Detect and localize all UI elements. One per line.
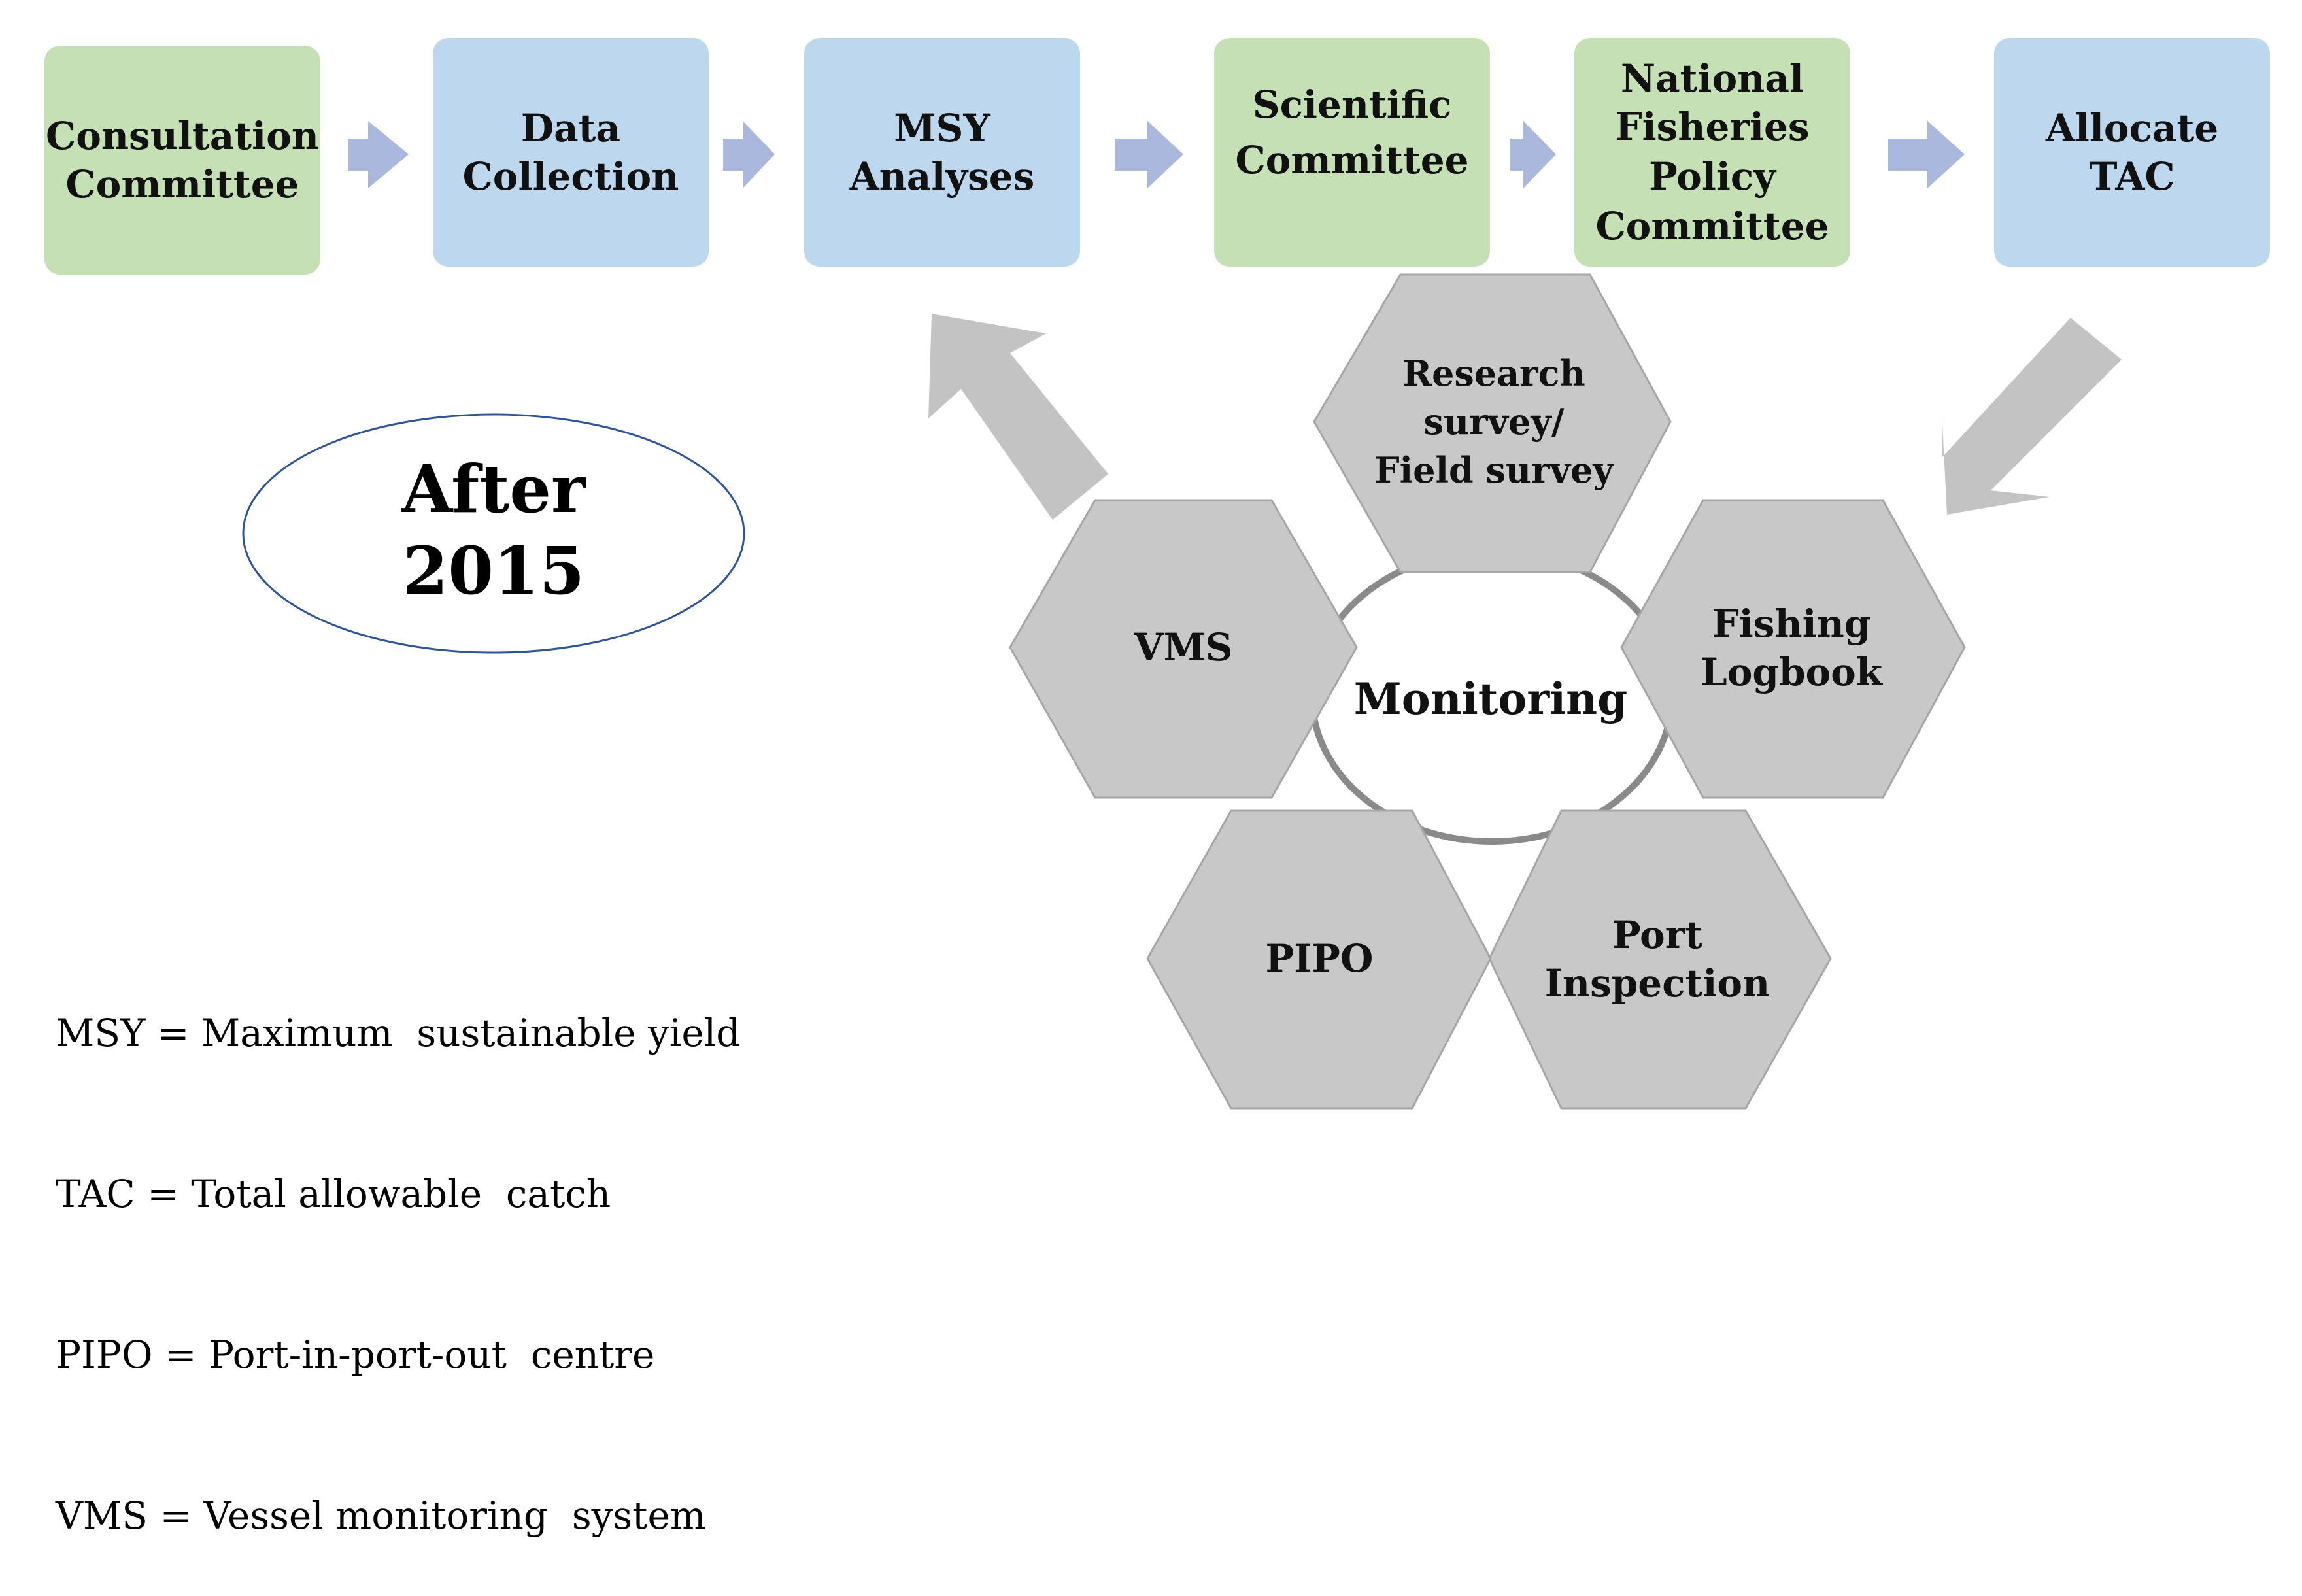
chevron-arrow-icon [1510,121,1556,188]
svg-text:Allocate: Allocate [2045,106,2218,150]
arrow-down-left-icon [1942,318,2122,515]
svg-text:Committee: Committee [1595,204,1829,248]
step-scientific-committee: Scientific Committee [1214,38,1490,267]
svg-text:MSY: MSY [894,106,990,150]
legend-entry-pipo: PIPO = Port-in-port-out centre [56,1333,655,1377]
period-label: After 2015 [242,413,745,654]
svg-text:Logbook: Logbook [1701,650,1884,694]
hexagon-fishing-logbook: Fishing Logbook [1620,499,1966,799]
hexagon-pipo: PIPO [1146,809,1492,1110]
svg-text:Research: Research [1402,352,1585,394]
monitoring-center: Monitoring [1309,548,1675,845]
svg-text:Monitoring: Monitoring [1354,673,1628,724]
abbreviation-legend: MSY = Maximum sustainable yield TAC = To… [56,899,740,1596]
step-allocate-tac: Allocate TAC [1994,38,2270,267]
step-data-collection: Data Collection [433,38,709,267]
svg-text:After: After [401,450,586,528]
svg-text:Analyses: Analyses [849,154,1035,199]
step-national-fisheries-policy-committee: National Fisheries Policy Committee [1574,38,1850,267]
svg-text:Port: Port [1612,913,1702,957]
chevron-arrow-icon [1888,121,1965,188]
svg-text:survey/: survey/ [1424,401,1565,443]
svg-text:Data: Data [521,106,620,150]
svg-text:Policy: Policy [1649,154,1777,199]
svg-text:Committee: Committee [1235,138,1468,182]
svg-text:Inspection: Inspection [1545,961,1770,1006]
chevron-arrow-icon [723,121,775,188]
hexagon-research-survey: Research survey/ Field survey [1313,273,1672,573]
svg-text:National: National [1621,56,1804,101]
svg-text:Fishing: Fishing [1712,602,1871,646]
step-msy-analyses: MSY Analyses [804,38,1080,267]
legend-entry-tac: TAC = Total allowable catch [56,1172,611,1216]
svg-text:PIPO: PIPO [1266,936,1374,981]
svg-text:Committee: Committee [65,162,299,207]
chevron-arrow-icon [1115,121,1183,188]
legend-entry-msy: MSY = Maximum sustainable yield [56,1011,741,1055]
chevron-arrow-icon [348,121,409,188]
legend-entry-vms: VMS = Vessel monitoring system [56,1493,706,1538]
fisheries-management-diagram: Consultation Committee Data Collection M… [44,38,2270,1110]
svg-text:Consultation: Consultation [46,114,319,158]
svg-text:Field survey: Field survey [1374,449,1614,491]
svg-text:2015: 2015 [403,532,584,609]
arrow-up-left-icon [928,314,1108,520]
hexagon-port-inspection: Port Inspection [1488,809,1832,1110]
step-consultation-committee: Consultation Committee [44,46,320,275]
hexagon-vms: VMS [1009,499,1358,799]
svg-text:Fisheries: Fisheries [1615,105,1809,149]
svg-text:Collection: Collection [463,154,679,199]
svg-text:Scientific: Scientific [1253,82,1452,127]
svg-text:VMS: VMS [1133,625,1232,670]
svg-text:TAC: TAC [2089,154,2175,199]
